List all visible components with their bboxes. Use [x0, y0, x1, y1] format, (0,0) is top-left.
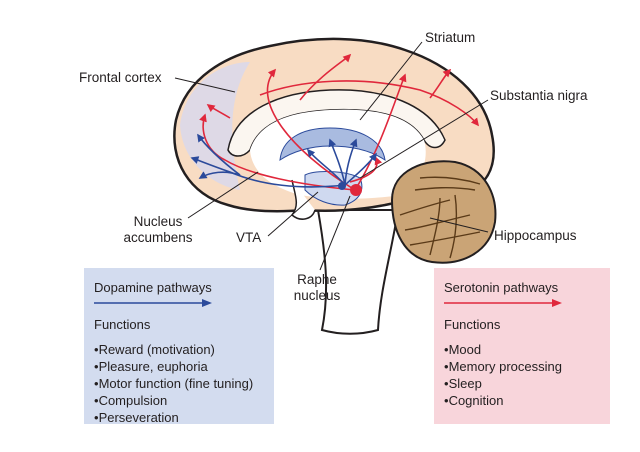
cerebellum — [390, 160, 497, 264]
list-item: Sleep — [444, 375, 600, 392]
brainstem — [316, 209, 400, 335]
interior-region — [250, 109, 426, 199]
label-nucleus-accumbens: Nucleus accumbens — [118, 214, 198, 246]
dopamine-panel: Dopamine pathways Functions Reward (moti… — [84, 268, 274, 426]
raphe-nucleus-dot — [350, 184, 362, 196]
label-substantia-nigra: Substantia nigra — [490, 88, 588, 103]
label-striatum: Striatum — [425, 30, 476, 45]
list-item: Memory processing — [444, 358, 600, 375]
list-item: Cognition — [444, 392, 600, 409]
label-vta: VTA — [236, 230, 262, 245]
list-item: Reward (motivation) — [94, 341, 264, 358]
label-nucleus-accumbens-line1: Nucleus — [133, 214, 183, 229]
serotonin-arrow-icon — [444, 299, 562, 307]
label-frontal-cortex: Frontal cortex — [79, 70, 162, 85]
serotonin-panel: Serotonin pathways Functions Mood Memory… — [434, 268, 610, 424]
label-raphe-line2: nucleus — [293, 288, 341, 303]
list-item: Motor function (fine tuning) — [94, 375, 264, 392]
vta-dot — [338, 182, 346, 190]
list-item: Compulsion — [94, 392, 264, 409]
label-hippocampus: Hippocampus — [494, 228, 577, 243]
dopamine-title: Dopamine pathways — [94, 280, 212, 295]
label-raphe-nucleus: Raphe nucleus — [282, 272, 352, 304]
serotonin-title: Serotonin pathways — [444, 280, 559, 295]
list-item: Mood — [444, 341, 600, 358]
list-item: Pleasure, euphoria — [94, 358, 264, 375]
list-item: Perseveration — [94, 409, 264, 426]
dopamine-arrow-icon — [94, 299, 212, 307]
label-raphe-line1: Raphe — [297, 272, 337, 287]
dopamine-functions-heading: Functions — [94, 317, 151, 332]
serotonin-functions-heading: Functions — [444, 317, 501, 332]
dopamine-functions-list: Reward (motivation) Pleasure, euphoria M… — [94, 341, 264, 426]
serotonin-functions-list: Mood Memory processing Sleep Cognition — [444, 341, 600, 409]
label-nucleus-accumbens-line2: accumbens — [123, 230, 193, 245]
